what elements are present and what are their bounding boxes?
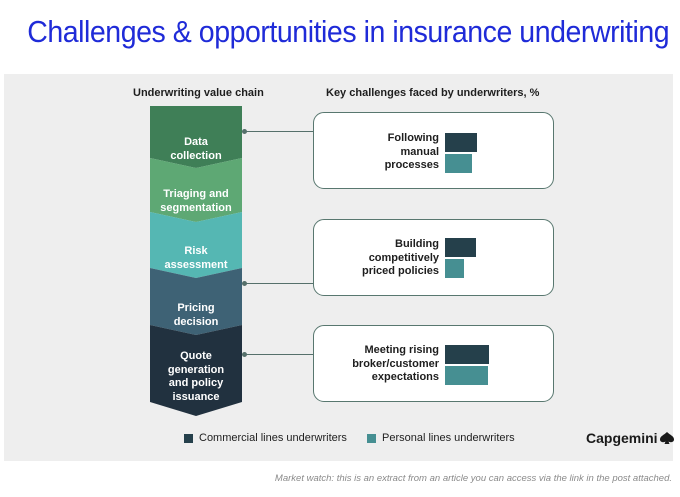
bar-personal-manual-processes xyxy=(445,154,472,173)
value-chain-step-pricing xyxy=(150,268,242,335)
value-chain-step-quote xyxy=(150,325,242,416)
bar-commercial-priced-policies xyxy=(445,238,476,257)
value-chain-step-risk-assessment xyxy=(150,212,242,278)
value-chain-step-triaging xyxy=(150,158,242,222)
challenge-box-manual-processes xyxy=(313,112,554,189)
footnote: Market watch: this is an extract from an… xyxy=(274,473,672,484)
chevron-shape xyxy=(150,268,242,335)
value-chain-header: Underwriting value chain xyxy=(133,87,264,99)
chevron-shape xyxy=(150,158,242,222)
legend-commercial: Commercial lines underwriters xyxy=(184,432,347,444)
chevron-shape xyxy=(150,325,242,416)
connector-dot xyxy=(242,129,247,134)
connector-line xyxy=(245,131,313,132)
challenge-box-expectations xyxy=(313,325,554,402)
connector-line xyxy=(245,283,313,284)
page-title: Challenges & opportunities in insurance … xyxy=(27,14,670,49)
legend-swatch-commercial xyxy=(184,433,193,443)
bar-commercial-manual-processes xyxy=(445,133,477,152)
bar-personal-expectations xyxy=(445,366,488,385)
value-chain-step-data-collection xyxy=(150,106,242,168)
chevron-shape xyxy=(150,212,242,278)
bar-commercial-expectations xyxy=(445,345,489,364)
spade-icon xyxy=(659,432,674,444)
connector-dot xyxy=(242,352,247,357)
connector-line xyxy=(245,354,313,355)
legend-personal: Personal lines underwriters xyxy=(367,432,515,444)
challenges-header: Key challenges faced by underwriters, % xyxy=(326,87,540,99)
capgemini-logo: Capgemini xyxy=(586,430,675,446)
bar-personal-priced-policies xyxy=(445,259,464,278)
challenge-box-priced-policies xyxy=(313,219,554,296)
connector-dot xyxy=(242,281,247,286)
chevron-shape xyxy=(150,106,242,168)
legend-swatch-personal xyxy=(367,433,376,443)
